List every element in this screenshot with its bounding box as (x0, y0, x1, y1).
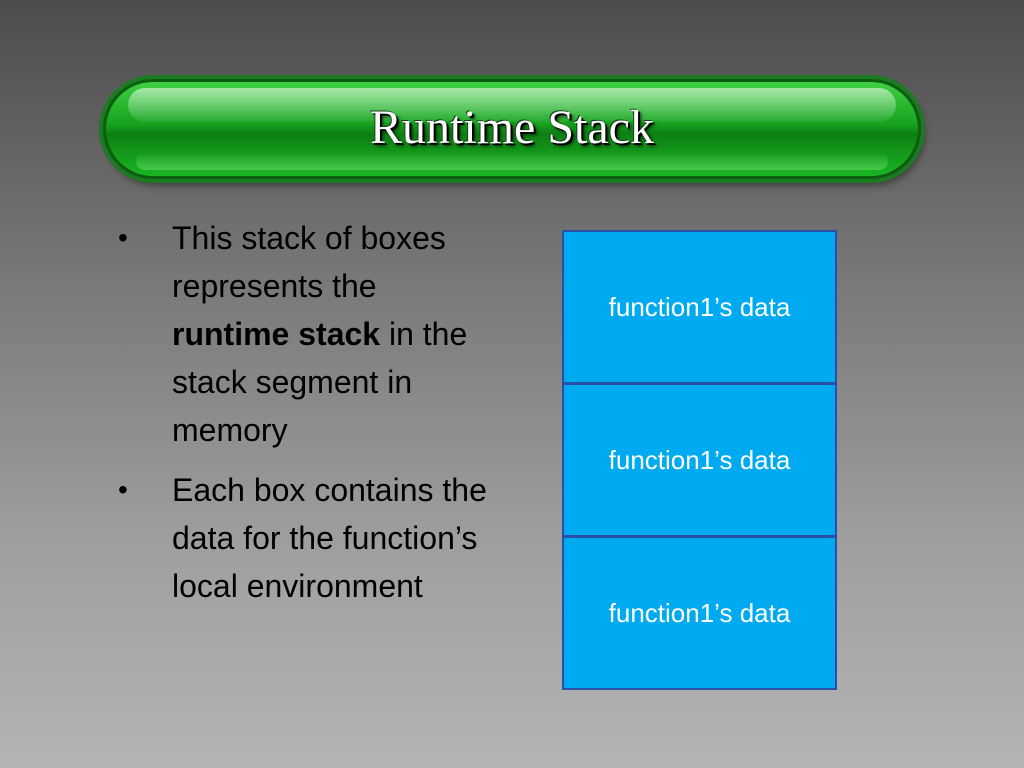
bullet-icon: • (118, 474, 128, 505)
bullet-list: • This stack of boxes represents the run… (112, 214, 532, 622)
stack-frame-box: function1’s data (562, 230, 837, 384)
bullet-bold-term: runtime (172, 316, 290, 352)
title-gloss-highlight (128, 88, 896, 122)
bullet-item: • Each box contains the data for the fun… (112, 466, 532, 610)
stack-frame-box: function1’s data (562, 536, 837, 690)
bullet-bold-term: stack (298, 316, 381, 352)
stack-frame-box: function1’s data (562, 383, 837, 537)
bullet-text: Each box contains the data for the funct… (172, 472, 487, 604)
bullet-text-part: in the stack segment in memory (172, 316, 468, 448)
bullet-text-part: This stack of boxes represents the (172, 220, 446, 304)
title-banner: Runtime Stack (103, 79, 921, 179)
title-gloss-reflection (136, 152, 888, 170)
runtime-stack-diagram: function1’s data function1’s data functi… (562, 230, 837, 690)
bullet-text: This stack of boxes represents the runti… (172, 214, 492, 454)
bullet-icon: • (118, 222, 128, 253)
slide-title: Runtime Stack (370, 100, 654, 154)
bullet-item: • This stack of boxes represents the run… (112, 214, 532, 454)
